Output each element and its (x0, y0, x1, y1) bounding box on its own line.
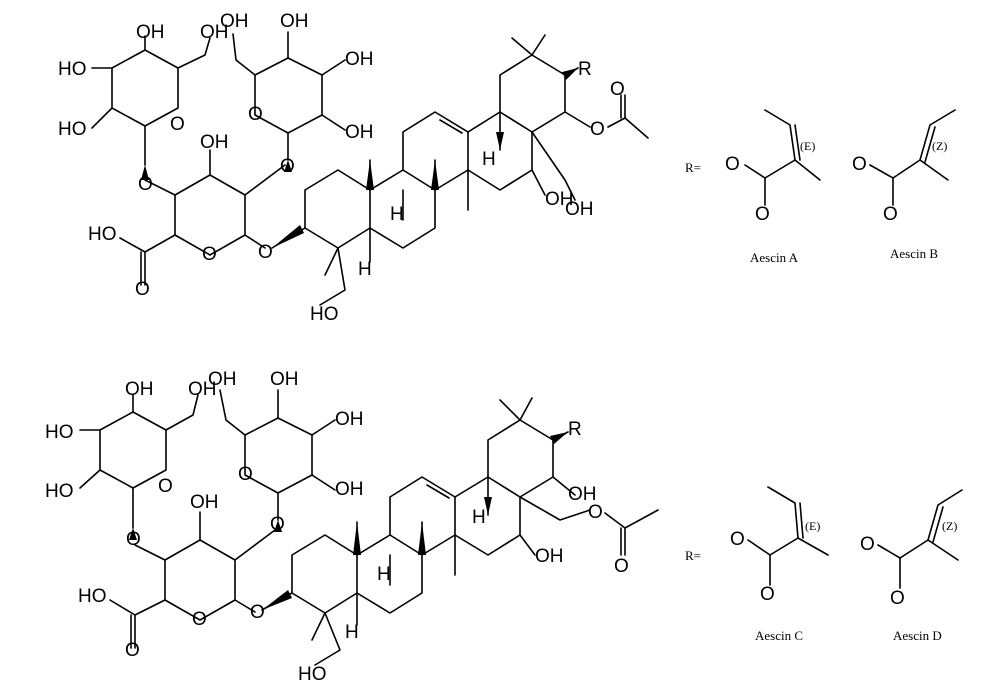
atom-oh-c16: OH (535, 546, 564, 567)
atom-oh-glu-ch2: OH (220, 11, 249, 32)
atom-h-c9: H (390, 204, 404, 225)
atom-ho-acid: HO (88, 224, 117, 245)
atom-ho-acid: HO (78, 586, 107, 607)
r-aescin-a-o-link: O (755, 204, 770, 225)
atom-oh-gal-top: OH (125, 379, 154, 400)
r-aescin-a-isomer: (E) (800, 139, 815, 153)
atom-oh-glcA: OH (190, 492, 219, 513)
r-aescin-c-isomer: (E) (805, 519, 820, 533)
atom-ho-gal-lower: HO (58, 119, 87, 140)
atom-oh-c16: OH (545, 189, 574, 210)
atom-oh-glu-top: OH (270, 369, 299, 390)
r-aescin-d-o-link: O (890, 588, 905, 609)
sugar-ring-glucose (219, 389, 336, 521)
r-aescin-b-o-carbonyl: O (852, 154, 867, 175)
atom-ho-gal-left: HO (58, 59, 87, 80)
atom-o-glu-ring: O (238, 464, 253, 485)
aescin-ab-structure: OH OH OH OH HO OH HO O O OH OH O O HO O … (58, 11, 956, 325)
r-equals-label: R= (685, 548, 701, 563)
atom-oh-c21: OH (568, 484, 597, 505)
atom-o-acetoxy: O (590, 119, 605, 140)
atom-o-ester: O (588, 502, 603, 523)
atom-oh-gal-top: OH (136, 22, 165, 43)
sugar-ring-galactose (79, 394, 199, 529)
sugar-ring-glucuronic-acid (119, 149, 286, 286)
r-aescin-d-isomer: (Z) (942, 519, 957, 533)
r-aescin-b-o-link: O (883, 204, 898, 225)
atom-h-c18: H (472, 507, 486, 528)
atom-o-acetyl: O (610, 79, 625, 100)
atom-o-link-aglycone: O (258, 242, 273, 263)
sugar-ring-glucose (232, 31, 346, 161)
r-group-aescin-d: O O (Z) Aescin D (860, 489, 963, 643)
atom-ho-gal-left: HO (45, 422, 74, 443)
atom-o-acid: O (125, 640, 140, 661)
caption-aescin-d: Aescin D (893, 628, 942, 643)
aglycone-ring-d (454, 476, 536, 556)
r-group-aescin-c: O O (E) Aescin C (730, 486, 829, 643)
atom-ho-c24: HO (310, 304, 339, 325)
caption-aescin-b: Aescin B (890, 246, 938, 261)
atom-r-label: R (568, 419, 582, 440)
acetoxy-group (604, 509, 659, 556)
atom-o-glu-ring: O (248, 104, 263, 125)
atom-o-link-gal: O (126, 529, 141, 550)
aescin-cd-structure: OH OH OH OH HO OH HO O O OH OH O O HO O … (45, 369, 963, 685)
atom-oh-glu-lower: OH (335, 479, 364, 500)
atom-ho-c24: HO (298, 664, 327, 685)
caption-aescin-c: Aescin C (755, 628, 803, 643)
atom-oh-glu-right: OH (345, 49, 374, 70)
atom-oh-glu-ch2: OH (208, 369, 237, 390)
atom-oh-glu-right: OH (335, 409, 364, 430)
atom-h-c18: H (482, 149, 496, 170)
caption-aescin-a: Aescin A (750, 250, 799, 265)
atom-r-label: R (578, 59, 592, 80)
r-group-definitions-ab: R= O O (E) Aescin A O O (Z) Aescin B (685, 109, 956, 265)
acetoxy-group (607, 94, 649, 139)
aglycone-ring-e (499, 34, 591, 201)
atom-h-c9: H (377, 564, 391, 585)
r-aescin-c-o-carbonyl: O (730, 529, 745, 550)
r-equals-label: R= (685, 160, 701, 175)
atom-oh-gal-ch2: OH (200, 22, 229, 43)
atom-oh-c28: OH (565, 199, 594, 220)
r-group-aescin-b: O O (Z) Aescin B (852, 109, 956, 261)
sugar-ring-glucuronic-acid (109, 511, 276, 649)
r-aescin-d-o-carbonyl: O (860, 534, 875, 555)
atom-oh-glcA: OH (200, 132, 229, 153)
atom-o-acid: O (135, 279, 150, 300)
r-aescin-b-isomer: (Z) (932, 139, 947, 153)
atom-oh-glu-top: OH (280, 11, 309, 32)
atom-h-c5: H (345, 622, 359, 643)
atom-oh-glu-lower: OH (345, 122, 374, 143)
atom-o-link-aglycone: O (250, 602, 265, 623)
atom-o-glcA-ring: O (202, 244, 217, 265)
atom-o-acetyl: O (614, 556, 629, 577)
atom-ho-gal-lower: HO (45, 481, 74, 502)
r-aescin-a-o-carbonyl: O (725, 154, 740, 175)
r-group-aescin-a: O O (E) Aescin A (725, 109, 821, 265)
atom-o-link-glu: O (280, 156, 295, 177)
atom-o-glcA-ring: O (192, 609, 207, 630)
atom-o-link-gal: O (138, 174, 153, 195)
atom-o-link-glu: O (270, 514, 285, 535)
atom-oh-gal-ch2: OH (188, 379, 217, 400)
sugar-ring-galactose (91, 35, 211, 166)
r-aescin-c-o-link: O (760, 584, 775, 605)
r-group-definitions-cd: R= O O (E) Aescin C O O (Z) Aescin D (685, 486, 963, 643)
atom-h-c5: H (358, 259, 372, 280)
atom-o-gal-ring: O (158, 476, 173, 497)
aglycone-ring-d (467, 111, 546, 196)
atom-o-gal-ring: O (170, 114, 185, 135)
